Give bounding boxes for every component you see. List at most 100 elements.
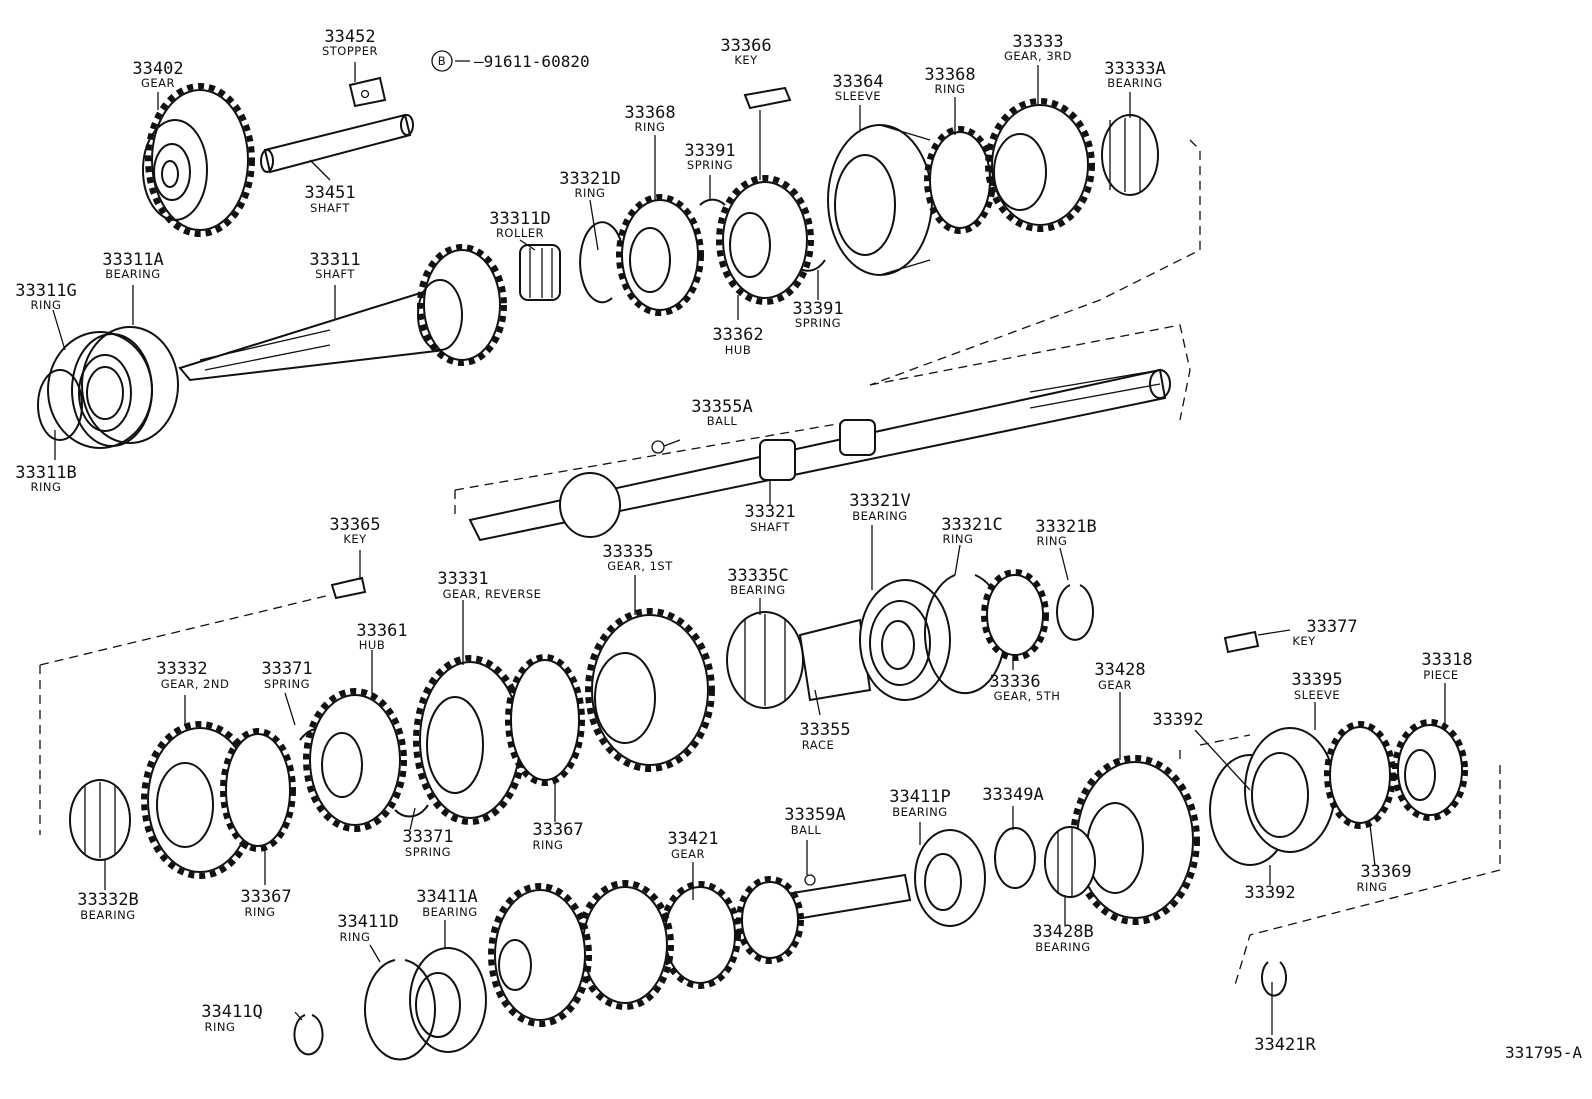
label-33362-desc: HUB [725, 343, 751, 357]
part-33311b-ring [37, 369, 83, 441]
part-33362-hub [716, 175, 814, 305]
label-33411a-desc: BEARING [422, 905, 477, 919]
part-33365-key [330, 576, 367, 600]
label-33377-desc: KEY [1292, 634, 1316, 648]
label-33311g-number: 33311G [15, 281, 76, 301]
part-33321v-bearing [859, 579, 951, 701]
label-33311-desc: SHAFT [315, 267, 355, 281]
part-33311a-bearing [71, 326, 179, 447]
label-33392-upper-number: 33392 [1152, 710, 1203, 730]
part-33366-key [743, 86, 792, 110]
part-33321b-ring [1056, 584, 1094, 641]
part-33359a-ball [804, 874, 816, 886]
label-33355-number: 33355 [799, 720, 850, 740]
part-33452-stopper [348, 76, 387, 108]
label-33451-number: 33451 [304, 183, 355, 203]
label-33428-number: 33428 [1094, 660, 1145, 680]
part-33395-sleeve [1244, 727, 1336, 853]
label-33333-desc: GEAR, 3RD [1004, 49, 1072, 63]
label-33369-desc: RING [1357, 880, 1388, 894]
label-33428-desc: GEAR [1098, 678, 1132, 692]
label-33332-number: 33332 [156, 659, 207, 679]
part-33411q-ring [293, 1014, 324, 1056]
label-33331-number: 33331 [437, 569, 488, 589]
label-33411q-desc: RING [205, 1020, 236, 1034]
label-33311a-desc: BEARING [105, 267, 160, 281]
label-33411q-number: 33411Q [201, 1002, 262, 1022]
label-33371-upper-desc: SPRING [264, 677, 310, 691]
label-33321b-desc: RING [1037, 534, 1068, 548]
label-33311b-desc: RING [31, 480, 62, 494]
label-33321v-desc: BEARING [852, 509, 907, 523]
label-33411d-number: 33411D [337, 912, 398, 932]
label-33369-number: 33369 [1360, 862, 1411, 882]
label-33321-desc: SHAFT [750, 520, 790, 534]
label-33411d-desc: RING [340, 930, 371, 944]
label-33367-left-number: 33367 [240, 887, 291, 907]
label-33364-number: 33364 [832, 72, 883, 92]
label-33359a-number: 33359A [784, 805, 845, 825]
label-33333a-number: 33333A [1104, 59, 1165, 79]
label-33395-desc: SLEEVE [1294, 688, 1340, 702]
label-33367-left-desc: RING [245, 905, 276, 919]
label-33335c-desc: BEARING [730, 583, 785, 597]
label-33368-right-number: 33368 [924, 65, 975, 85]
label-33421-number: 33421 [667, 829, 718, 849]
label-33391-lower-number: 33391 [792, 299, 843, 319]
part-33321d-ring [579, 221, 623, 304]
part-33318-piece [1392, 719, 1468, 821]
part-33349a-washer [994, 827, 1036, 889]
label-33311g-desc: RING [31, 298, 62, 312]
label-33365-number: 33365 [329, 515, 380, 535]
label-33411a-number: 33411A [416, 887, 477, 907]
label-33361-number: 33361 [356, 621, 407, 641]
part-33411a-bearing [409, 947, 487, 1053]
part-33451-shaft [260, 113, 414, 174]
part-labels: 33402 GEAR 33452 STOPPER 33451 SHAFT 333… [15, 27, 1582, 1062]
label-33355a-desc: BALL [707, 414, 738, 428]
label-33391-upper-number: 33391 [684, 141, 735, 161]
label-33452-number: 33452 [324, 27, 375, 47]
label-33392-lower-number: 33392 [1244, 883, 1295, 903]
label-33336-number: 33336 [989, 672, 1040, 692]
label-33391-upper-desc: SPRING [687, 158, 733, 172]
part-33355a-ball [651, 440, 665, 454]
label-33411p-number: 33411P [889, 787, 950, 807]
label-33321-number: 33321 [744, 502, 795, 522]
part-33355-race [798, 618, 872, 702]
part-33333-gear-3rd [985, 98, 1095, 232]
part-33411d-ring [364, 959, 436, 1061]
line-art [37, 50, 1501, 1061]
label-33368-left-number: 33368 [624, 103, 675, 123]
label-33321v-number: 33321V [849, 491, 910, 511]
label-33331-desc: GEAR, REVERSE [443, 587, 542, 601]
label-33371-upper-number: 33371 [261, 659, 312, 679]
part-33421-gear [488, 873, 912, 1027]
label-33402-number: 33402 [132, 59, 183, 79]
part-33367-ring-right [505, 654, 585, 786]
label-33335c-number: 33335C [727, 566, 788, 586]
part-33335c-bearing [726, 611, 804, 709]
label-33311b-number: 33311B [15, 463, 76, 483]
label-33332-desc: GEAR, 2ND [161, 677, 230, 691]
bolt-ref-number: —91611-60820 [474, 52, 590, 71]
label-33335-number: 33335 [602, 542, 653, 562]
part-33333a-bearing [1101, 114, 1159, 196]
label-33366-number: 33366 [720, 36, 771, 56]
label-33391-lower-desc: SPRING [795, 316, 841, 330]
part-33335-gear-1st [585, 608, 715, 772]
label-33366-desc: KEY [734, 53, 758, 67]
part-33368-ring-right [924, 126, 996, 234]
label-33333a-desc: BEARING [1107, 76, 1162, 90]
part-33367-ring-left [220, 728, 296, 852]
label-33311a-number: 33311A [102, 250, 163, 270]
part-33311-shaft [178, 244, 507, 382]
part-33411p-bearing [914, 829, 986, 927]
label-33367-right-desc: RING [533, 838, 564, 852]
label-33332b-number: 33332B [77, 890, 138, 910]
part-33331-gear-reverse [413, 655, 527, 825]
part-33336-gear-5th [981, 569, 1049, 661]
label-33321d-number: 33321D [559, 169, 620, 189]
label-33318-desc: PIECE [1423, 668, 1458, 682]
